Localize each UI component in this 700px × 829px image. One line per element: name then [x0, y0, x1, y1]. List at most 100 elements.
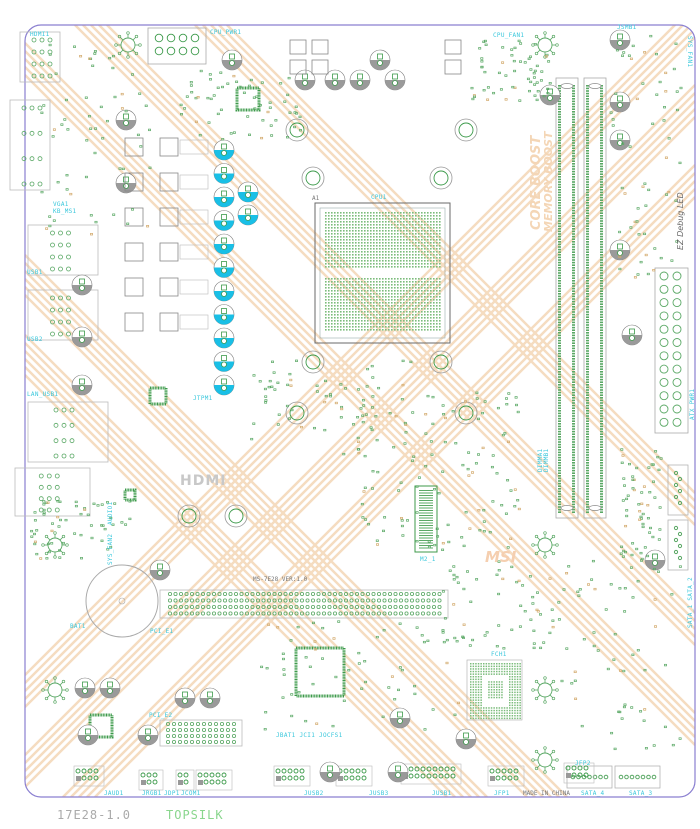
smd-pad — [128, 500, 132, 503]
dimm-pin — [586, 209, 589, 212]
smd-pad — [286, 93, 290, 97]
smd-pad — [252, 374, 256, 377]
cpu-pad — [358, 314, 360, 316]
smd-pad — [499, 88, 503, 91]
fch-ball — [480, 665, 482, 668]
smd-pad — [435, 527, 439, 530]
smd-pad — [42, 104, 46, 107]
smd-pad — [473, 95, 476, 98]
cpu-pad — [379, 239, 381, 241]
cpu-pad — [439, 257, 441, 259]
smd-pad — [312, 621, 315, 625]
pcie-pin — [360, 611, 365, 616]
mounting-hole-inner — [433, 354, 449, 370]
cpu-pad — [424, 236, 426, 238]
fch-ball — [475, 670, 477, 673]
cpu-pad — [391, 299, 393, 301]
pcie-pin — [173, 611, 178, 616]
choke — [159, 207, 179, 227]
pcie-pin — [288, 611, 293, 616]
cpu-pad — [376, 215, 378, 217]
trace-stripe — [25, 25, 692, 692]
smd-pad — [560, 679, 564, 683]
smd-pad — [60, 123, 64, 126]
cpu-pad — [355, 257, 357, 259]
dimm-pin — [600, 454, 603, 456]
cpu-pad — [325, 278, 327, 280]
dimm-pin — [600, 425, 603, 428]
star-pad — [44, 696, 49, 701]
dimm-pin — [572, 142, 575, 144]
smd-pad — [54, 72, 58, 75]
dimm-pin — [586, 365, 589, 368]
smd-pad — [417, 476, 421, 479]
smd-pad — [289, 378, 293, 382]
pcie-pin — [371, 598, 376, 603]
cpu-pad — [367, 245, 369, 247]
cpu-pad — [400, 314, 402, 316]
pcie-pin — [272, 598, 277, 603]
cpu-pad — [355, 260, 357, 262]
pcie-pin — [167, 598, 172, 603]
fch-ball — [514, 717, 516, 720]
dimm-pin — [558, 142, 561, 144]
smd-pad — [299, 129, 302, 132]
smd-pad — [363, 454, 367, 458]
cpu-pad — [397, 320, 399, 322]
cpu-pad — [400, 239, 402, 241]
cpu-pad — [418, 230, 420, 232]
dimm-pin — [558, 454, 561, 456]
cpu-pad — [337, 281, 339, 283]
pcie-pin — [431, 592, 436, 597]
cpu-pad — [436, 323, 438, 325]
fch-ball — [496, 686, 498, 688]
mounting-hole — [177, 504, 201, 528]
fch-ball — [477, 665, 480, 668]
vga-port-outline — [9, 99, 51, 191]
dimm-pin — [586, 345, 589, 347]
dimm-pin — [572, 254, 575, 256]
cpu-pad — [406, 239, 408, 241]
cpu-pad — [376, 218, 378, 220]
cpu-pad — [367, 308, 369, 310]
smd-pad — [106, 501, 109, 504]
cpu-pad — [349, 320, 351, 322]
cpu-pad — [367, 314, 369, 316]
header-outline — [138, 769, 164, 791]
star-pad — [44, 534, 49, 539]
smd-pad — [113, 95, 117, 99]
cpu-pad — [433, 257, 435, 259]
cpu-pad — [364, 266, 366, 268]
star-pad — [53, 531, 57, 535]
dimm-pin — [572, 394, 575, 396]
dimm-pin — [586, 493, 589, 495]
smd-pad — [398, 666, 402, 669]
dimm-pin — [572, 459, 575, 461]
dimm-pin — [600, 402, 603, 404]
cpu-pad — [400, 233, 402, 235]
cpu-pad — [370, 230, 372, 232]
dimm-pin — [586, 251, 589, 253]
smd-pad — [83, 508, 87, 511]
fch-ball — [498, 663, 501, 665]
cpu-pad — [334, 290, 336, 292]
dimm-pin — [586, 202, 589, 204]
smd-pad — [497, 569, 501, 572]
m2-pin — [419, 522, 433, 524]
smd-pad — [448, 569, 452, 572]
jcom1-pins — [195, 769, 233, 791]
cpu-pad — [400, 299, 402, 301]
pcie-pin — [189, 592, 194, 597]
dimm-pin — [586, 204, 589, 207]
star-ray — [119, 49, 124, 54]
smd-pad — [481, 411, 485, 415]
cpu-pad — [361, 323, 363, 325]
smd-pad — [453, 713, 457, 716]
dimm-pin — [558, 449, 561, 451]
smd-pad — [659, 457, 663, 460]
smd-pad — [663, 106, 666, 109]
pcie-pin — [189, 598, 194, 603]
cpu-pad — [406, 329, 408, 331]
smd-pad — [519, 60, 522, 63]
dimm-pin — [600, 137, 603, 139]
